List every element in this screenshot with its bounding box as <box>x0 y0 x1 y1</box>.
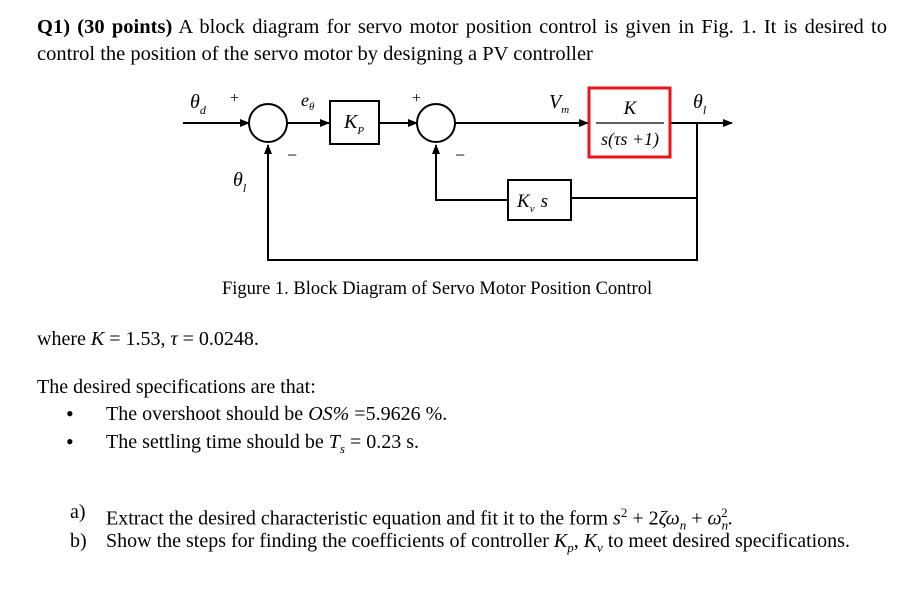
error-label: eθ <box>301 90 315 113</box>
figure-caption: Figure 1. Block Diagram of Servo Motor P… <box>222 279 653 299</box>
plant-numerator: K <box>623 98 638 119</box>
question-label: Q1) (30 points) <box>37 16 173 38</box>
plus-sign-2: + <box>412 90 421 107</box>
feedback-label: θl <box>233 169 247 195</box>
specs-lead: The desired specifications are that: <box>37 376 316 398</box>
output-label: θl <box>693 91 707 117</box>
outer-feedback-line <box>267 123 698 261</box>
summing-junction-2 <box>416 103 456 143</box>
spec-bullet-overshoot: The overshoot should be OS% =5.9626 %. <box>66 400 447 428</box>
minus-sign-2: − <box>455 145 465 165</box>
question-text: Q1) (30 points) A block diagram for serv… <box>37 14 887 68</box>
where-line: where K = 1.53, τ = 0.0248. <box>37 328 259 350</box>
vm-label: Vm <box>549 91 569 116</box>
plus-sign-1: + <box>230 90 239 107</box>
minus-sign-1: − <box>287 145 297 165</box>
summing-junction-1 <box>248 103 288 143</box>
part-a: a) Extract the desired characteristic eq… <box>70 501 733 533</box>
question-body: A block diagram for servo motor position… <box>37 16 887 65</box>
input-label: θd <box>190 91 207 117</box>
kp-label: KP <box>343 111 364 137</box>
spec-bullet-settling-time: The settling time should be Ts = 0.23 s. <box>66 428 419 462</box>
plant-denominator: s(τs +1) <box>601 129 659 150</box>
part-b: b) Show the steps for finding the coeffi… <box>70 530 850 555</box>
